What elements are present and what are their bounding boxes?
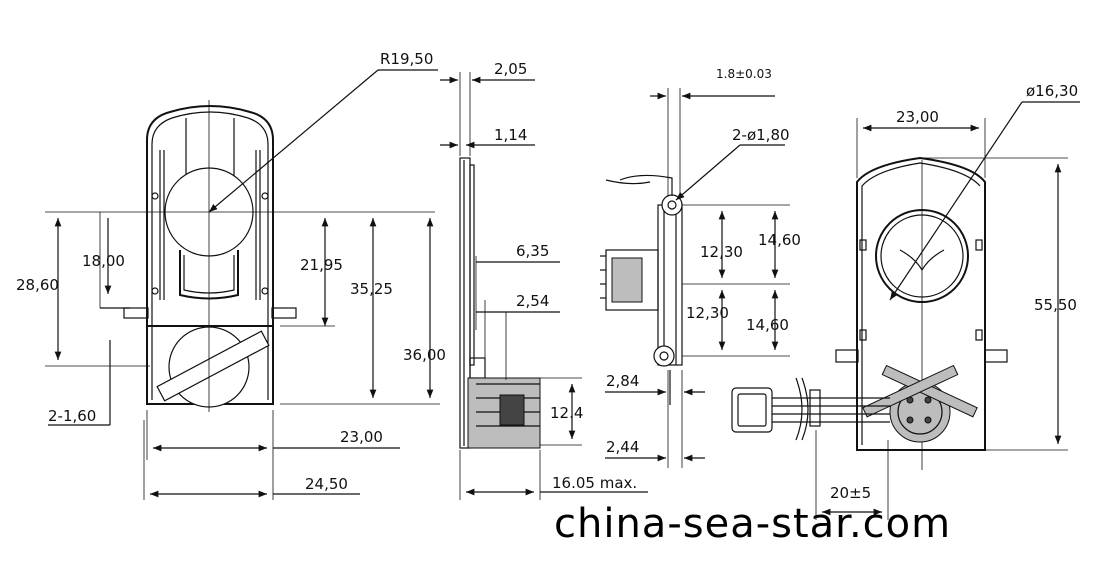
hole-label: 2-1,60 [48, 407, 96, 425]
dim-21-95-label: 21,95 [300, 256, 343, 274]
height-55-50-label: 55,50 [1034, 296, 1077, 314]
watermark-text: china-sea-star.com [554, 501, 951, 547]
width-24-50-label: 24,50 [305, 475, 348, 493]
dim-2-54-label: 2,54 [516, 292, 549, 310]
dim-14-60-top-label: 14,60 [758, 231, 801, 249]
cable-length-label: 20±5 [830, 484, 871, 502]
dim-28-60-label: 28,60 [16, 276, 59, 294]
dim-12-4-label: 12.4 [550, 404, 583, 422]
diameter-label: ø16,30 [1026, 82, 1078, 100]
holes-label: 2-ø1,80 [732, 126, 790, 144]
rear-view: 23,00 ø16,30 55,50 20±5 [731, 82, 1080, 520]
dim-1-14-label: 1,14 [494, 126, 527, 144]
dim-12-30-top-label: 12,30 [700, 243, 743, 261]
dim-2-44-label: 2,44 [606, 438, 639, 456]
radius-label: R19,50 [380, 50, 433, 68]
dim-6-35-label: 6,35 [516, 242, 549, 260]
dim-12-30-bottom-label: 12,30 [686, 304, 729, 322]
rear-width-label: 23,00 [896, 108, 939, 126]
width-23-label: 23,00 [340, 428, 383, 446]
dim-36-label: 36,00 [403, 346, 446, 364]
dim-2-05-label: 2,05 [494, 60, 527, 78]
dim-2-84-label: 2,84 [606, 372, 639, 390]
front-view: R19,50 18,00 28,60 21,95 35,25 36,00 2-1… [16, 50, 446, 500]
dim-16-05-label: 16.05 max. [552, 474, 637, 492]
side-view: 2,05 1,14 6,35 2,54 12.4 16.05 max. [440, 60, 648, 500]
dim-14-60-bottom-label: 14,60 [746, 316, 789, 334]
thickness-label: 1.8±0.03 [716, 67, 772, 81]
dim-35-25-label: 35,25 [350, 280, 393, 298]
dim-18-label: 18,00 [82, 252, 125, 270]
section-view: 1.8±0.03 2-ø1,80 12,30 14,60 12,30 14,60… [600, 67, 801, 468]
